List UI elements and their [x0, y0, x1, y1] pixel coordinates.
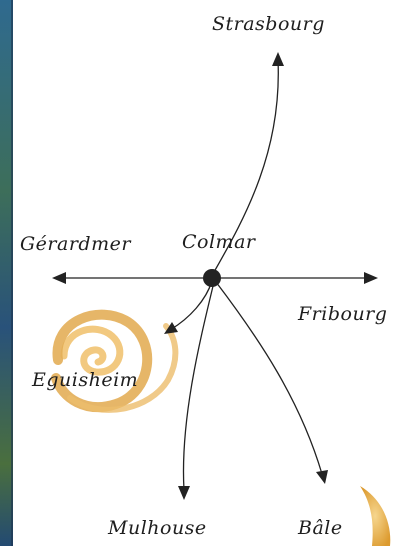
- label-mulhouse: Mulhouse: [107, 517, 207, 539]
- spiral-decoration: [51, 309, 179, 413]
- arrowhead-southwest: [164, 322, 178, 334]
- label-bale: Bâle: [297, 517, 343, 539]
- crescent-decoration: [360, 486, 391, 546]
- left-photo-strip-edge: [11, 0, 13, 546]
- route-south: [182, 281, 215, 491]
- left-photo-strip: [0, 0, 13, 546]
- label-colmar: Colmar: [182, 231, 257, 253]
- hub-marker: [203, 269, 221, 287]
- arrowhead-south: [178, 486, 190, 500]
- label-fribourg: Fribourg: [297, 303, 387, 325]
- arrowhead-east: [364, 272, 378, 284]
- label-strasbourg: Strasbourg: [212, 13, 325, 35]
- route-southeast: [215, 281, 323, 475]
- arrowhead-west: [52, 272, 66, 284]
- label-gerardmer: Gérardmer: [20, 233, 132, 255]
- route-north: [213, 59, 279, 273]
- label-eguisheim: Eguisheim: [31, 369, 138, 391]
- arrowhead-north: [272, 52, 284, 66]
- route-southwest: [169, 280, 213, 331]
- routes: [52, 52, 378, 500]
- arrowhead-southeast: [316, 470, 328, 484]
